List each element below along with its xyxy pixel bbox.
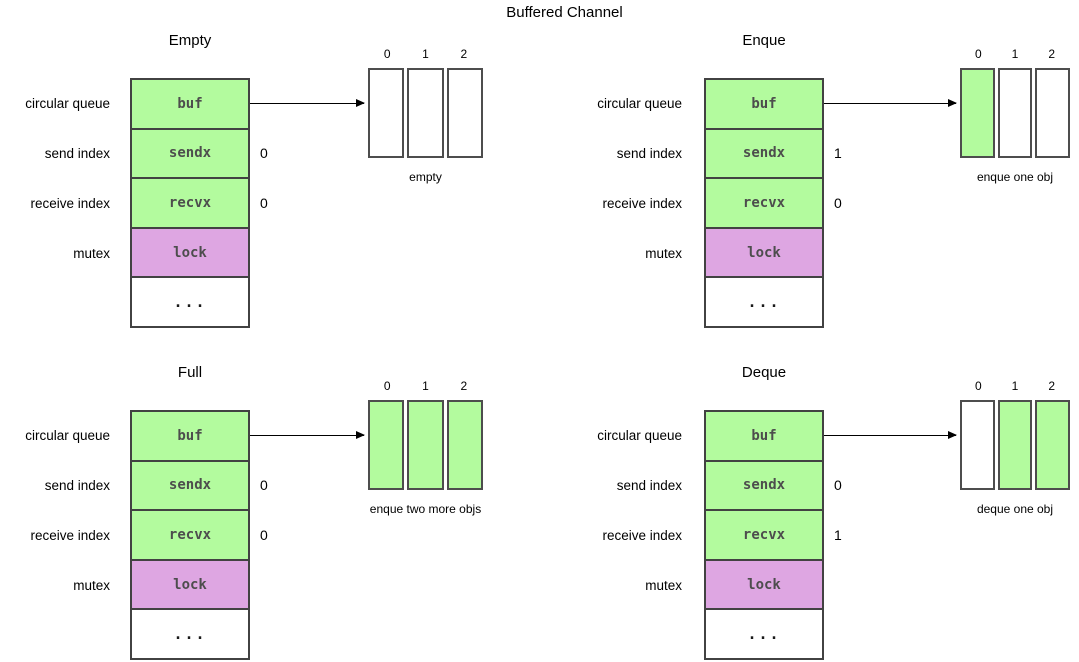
panel-full: Full circular queue send index receive i… bbox=[0, 364, 539, 662]
struct-row-sendx: sendx bbox=[132, 461, 248, 512]
struct-row-ellipsis: ... bbox=[132, 610, 248, 658]
buffer-cell bbox=[368, 68, 405, 158]
index-label-2: 2 bbox=[1048, 47, 1056, 61]
buffer-cell bbox=[368, 400, 405, 490]
buffer-caption: enque one obj bbox=[976, 170, 1054, 184]
buffer-caption: deque one obj bbox=[976, 502, 1054, 516]
sendx-value: 0 bbox=[260, 477, 268, 493]
label-mutex: mutex bbox=[73, 245, 110, 261]
index-label-1: 1 bbox=[422, 379, 429, 393]
struct-row-recvx: recvx bbox=[706, 511, 822, 561]
recvx-value: 0 bbox=[260, 527, 268, 543]
index-label-2: 2 bbox=[460, 47, 468, 61]
buffer-cell bbox=[407, 68, 444, 158]
buffer-cell bbox=[960, 68, 995, 158]
recvx-value: 0 bbox=[834, 195, 842, 211]
index-label-0: 0 bbox=[383, 379, 391, 393]
struct-row-sendx: sendx bbox=[706, 129, 822, 180]
buffer-cell bbox=[1035, 400, 1071, 490]
struct-row-ellipsis: ... bbox=[132, 278, 248, 326]
sendx-value: 1 bbox=[834, 145, 842, 161]
label-mutex: mutex bbox=[73, 577, 110, 593]
index-label-0: 0 bbox=[383, 47, 391, 61]
buffer-cell bbox=[997, 400, 1033, 490]
label-circular-queue: circular queue bbox=[597, 95, 682, 111]
circular-buffer bbox=[368, 68, 483, 158]
sendx-value: 0 bbox=[260, 145, 268, 161]
buffer-cell bbox=[446, 68, 483, 158]
buf-pointer-arrow bbox=[250, 431, 365, 439]
label-send-index: send index bbox=[616, 477, 682, 493]
label-receive-index: receive index bbox=[30, 195, 110, 211]
struct-row-buf: buf bbox=[132, 412, 248, 462]
diagram-title: Buffered Channel bbox=[506, 4, 623, 21]
buf-pointer-arrow bbox=[250, 99, 365, 107]
sendx-value: 0 bbox=[834, 477, 842, 493]
label-receive-index: receive index bbox=[602, 195, 682, 211]
struct-row-lock: lock bbox=[132, 228, 248, 279]
struct-row-sendx: sendx bbox=[706, 461, 822, 512]
label-mutex: mutex bbox=[645, 245, 682, 261]
recvx-value: 0 bbox=[260, 195, 268, 211]
struct-row-ellipsis: ... bbox=[706, 610, 822, 658]
panel-title-empty: Empty bbox=[168, 32, 212, 49]
label-receive-index: receive index bbox=[602, 527, 682, 543]
label-send-index: send index bbox=[44, 145, 110, 161]
panel-empty: Empty circular queue send index receive … bbox=[0, 32, 539, 362]
buffer-caption: enque two more objs bbox=[369, 502, 482, 516]
label-circular-queue: circular queue bbox=[597, 427, 682, 443]
hchan-struct: buf sendx recvx lock ... bbox=[130, 410, 250, 660]
struct-row-recvx: recvx bbox=[706, 179, 822, 229]
buffer-cell bbox=[960, 400, 995, 490]
index-label-2: 2 bbox=[1048, 379, 1056, 393]
buffer-index-labels: 0 1 2 bbox=[960, 379, 1070, 393]
struct-row-lock: lock bbox=[706, 228, 822, 279]
panel-deque: Deque circular queue send index receive … bbox=[540, 364, 1079, 662]
label-send-index: send index bbox=[44, 477, 110, 493]
buffer-index-labels: 0 1 2 bbox=[960, 47, 1070, 61]
struct-row-recvx: recvx bbox=[132, 179, 248, 229]
hchan-struct: buf sendx recvx lock ... bbox=[130, 78, 250, 328]
index-label-1: 1 bbox=[1011, 47, 1019, 61]
struct-row-buf: buf bbox=[132, 80, 248, 130]
circular-buffer bbox=[960, 400, 1071, 490]
buffer-index-labels: 0 1 2 bbox=[368, 379, 483, 393]
struct-row-lock: lock bbox=[706, 560, 822, 611]
hchan-struct: buf sendx recvx lock ... bbox=[704, 78, 824, 328]
label-receive-index: receive index bbox=[30, 527, 110, 543]
buffer-caption: empty bbox=[409, 170, 442, 184]
struct-row-sendx: sendx bbox=[132, 129, 248, 180]
label-send-index: send index bbox=[616, 145, 682, 161]
hchan-struct: buf sendx recvx lock ... bbox=[704, 410, 824, 660]
struct-row-ellipsis: ... bbox=[706, 278, 822, 326]
panel-title-deque: Deque bbox=[741, 364, 787, 381]
struct-row-buf: buf bbox=[706, 412, 822, 462]
panel-title-enque: Enque bbox=[742, 32, 786, 49]
buffer-cell bbox=[446, 400, 483, 490]
label-circular-queue: circular queue bbox=[25, 427, 110, 443]
panel-enque: Enque circular queue send index receive … bbox=[540, 32, 1079, 362]
struct-row-recvx: recvx bbox=[132, 511, 248, 561]
buffer-cell bbox=[997, 68, 1033, 158]
index-label-1: 1 bbox=[422, 47, 429, 61]
panel-title-full: Full bbox=[177, 364, 203, 381]
index-label-0: 0 bbox=[974, 379, 982, 393]
buf-pointer-arrow bbox=[824, 431, 957, 439]
buf-pointer-arrow bbox=[824, 99, 957, 107]
buffer-index-labels: 0 1 2 bbox=[368, 47, 483, 61]
label-mutex: mutex bbox=[645, 577, 682, 593]
index-label-0: 0 bbox=[974, 47, 982, 61]
circular-buffer bbox=[368, 400, 483, 490]
buffer-cell bbox=[407, 400, 444, 490]
struct-row-lock: lock bbox=[132, 560, 248, 611]
index-label-1: 1 bbox=[1011, 379, 1019, 393]
circular-buffer bbox=[960, 68, 1071, 158]
label-circular-queue: circular queue bbox=[25, 95, 110, 111]
recvx-value: 1 bbox=[834, 527, 842, 543]
index-label-2: 2 bbox=[460, 379, 468, 393]
struct-row-buf: buf bbox=[706, 80, 822, 130]
buffer-cell bbox=[1035, 68, 1071, 158]
